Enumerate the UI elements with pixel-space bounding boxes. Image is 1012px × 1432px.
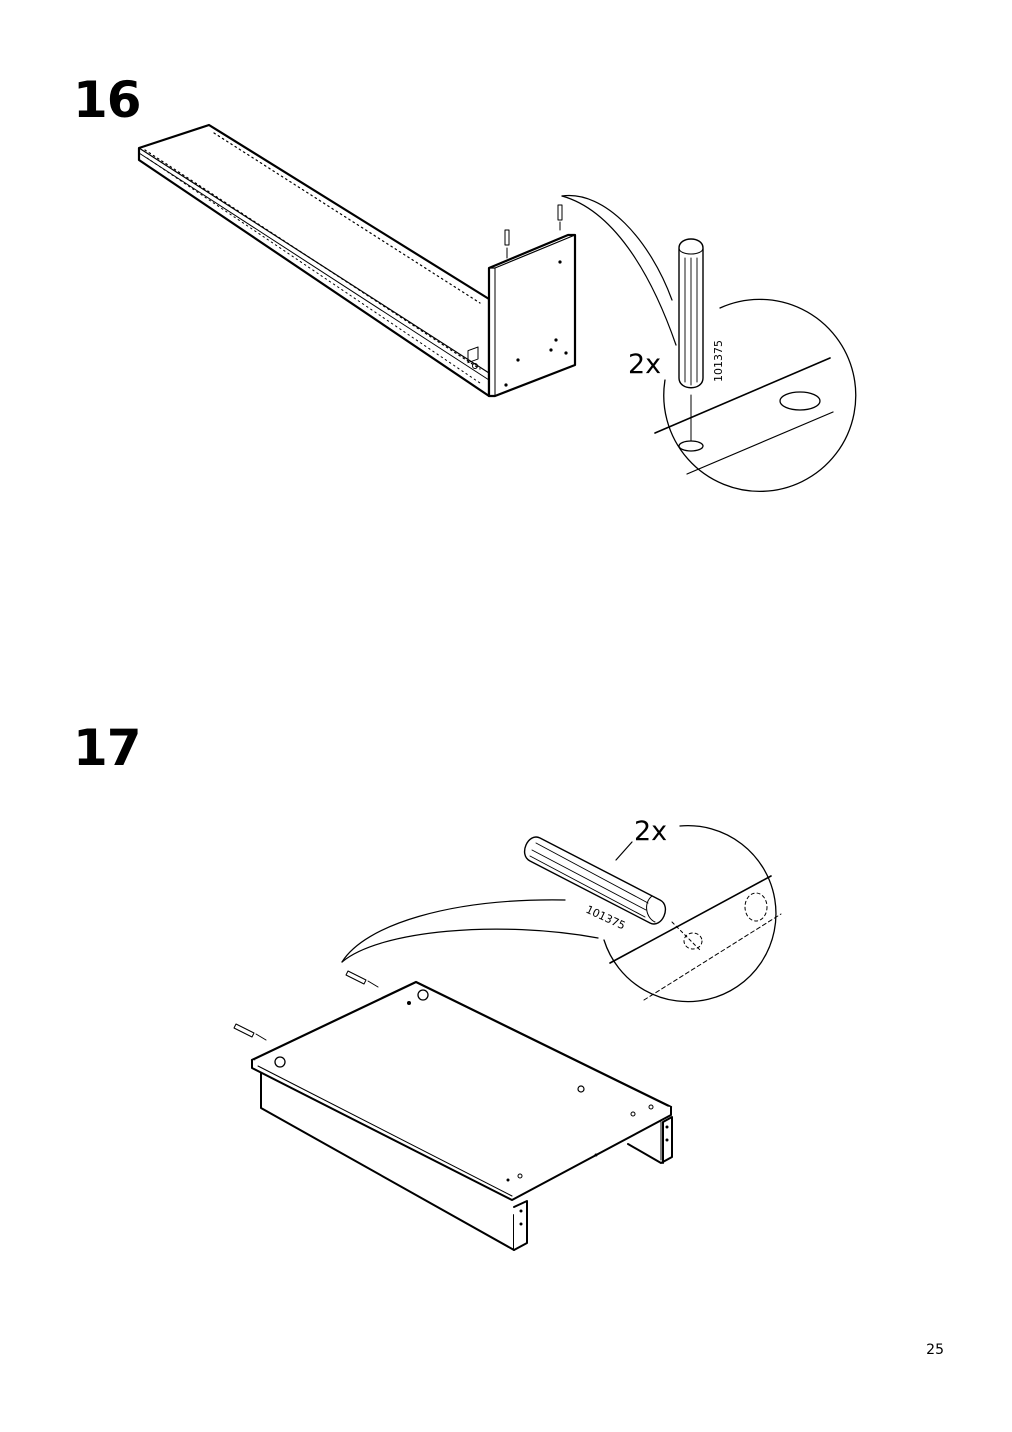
page-number: 25 bbox=[926, 1342, 944, 1358]
callout-curve bbox=[341, 899, 599, 963]
step-16-illustration bbox=[137, 123, 857, 492]
side-panel bbox=[467, 233, 577, 398]
step-17-number: 17 bbox=[73, 719, 142, 777]
part-number-label: 101375 bbox=[712, 340, 725, 382]
frame-rails bbox=[260, 1072, 673, 1251]
base-panel bbox=[250, 980, 673, 1201]
detail-circle-17 bbox=[603, 824, 782, 1003]
dowel-large-icon bbox=[524, 836, 666, 925]
quantity-label: 2x bbox=[628, 349, 661, 380]
dowels-small bbox=[504, 204, 563, 259]
callout-curve bbox=[561, 194, 677, 346]
detail-circle-16 bbox=[654, 298, 857, 492]
long-shelf-panel bbox=[137, 123, 491, 398]
step-17-illustration bbox=[233, 824, 782, 1251]
dowel-large-icon bbox=[678, 238, 704, 389]
step-16-number: 16 bbox=[73, 71, 142, 129]
quantity-label: 2x bbox=[634, 816, 667, 847]
dowels-small bbox=[233, 970, 379, 1041]
